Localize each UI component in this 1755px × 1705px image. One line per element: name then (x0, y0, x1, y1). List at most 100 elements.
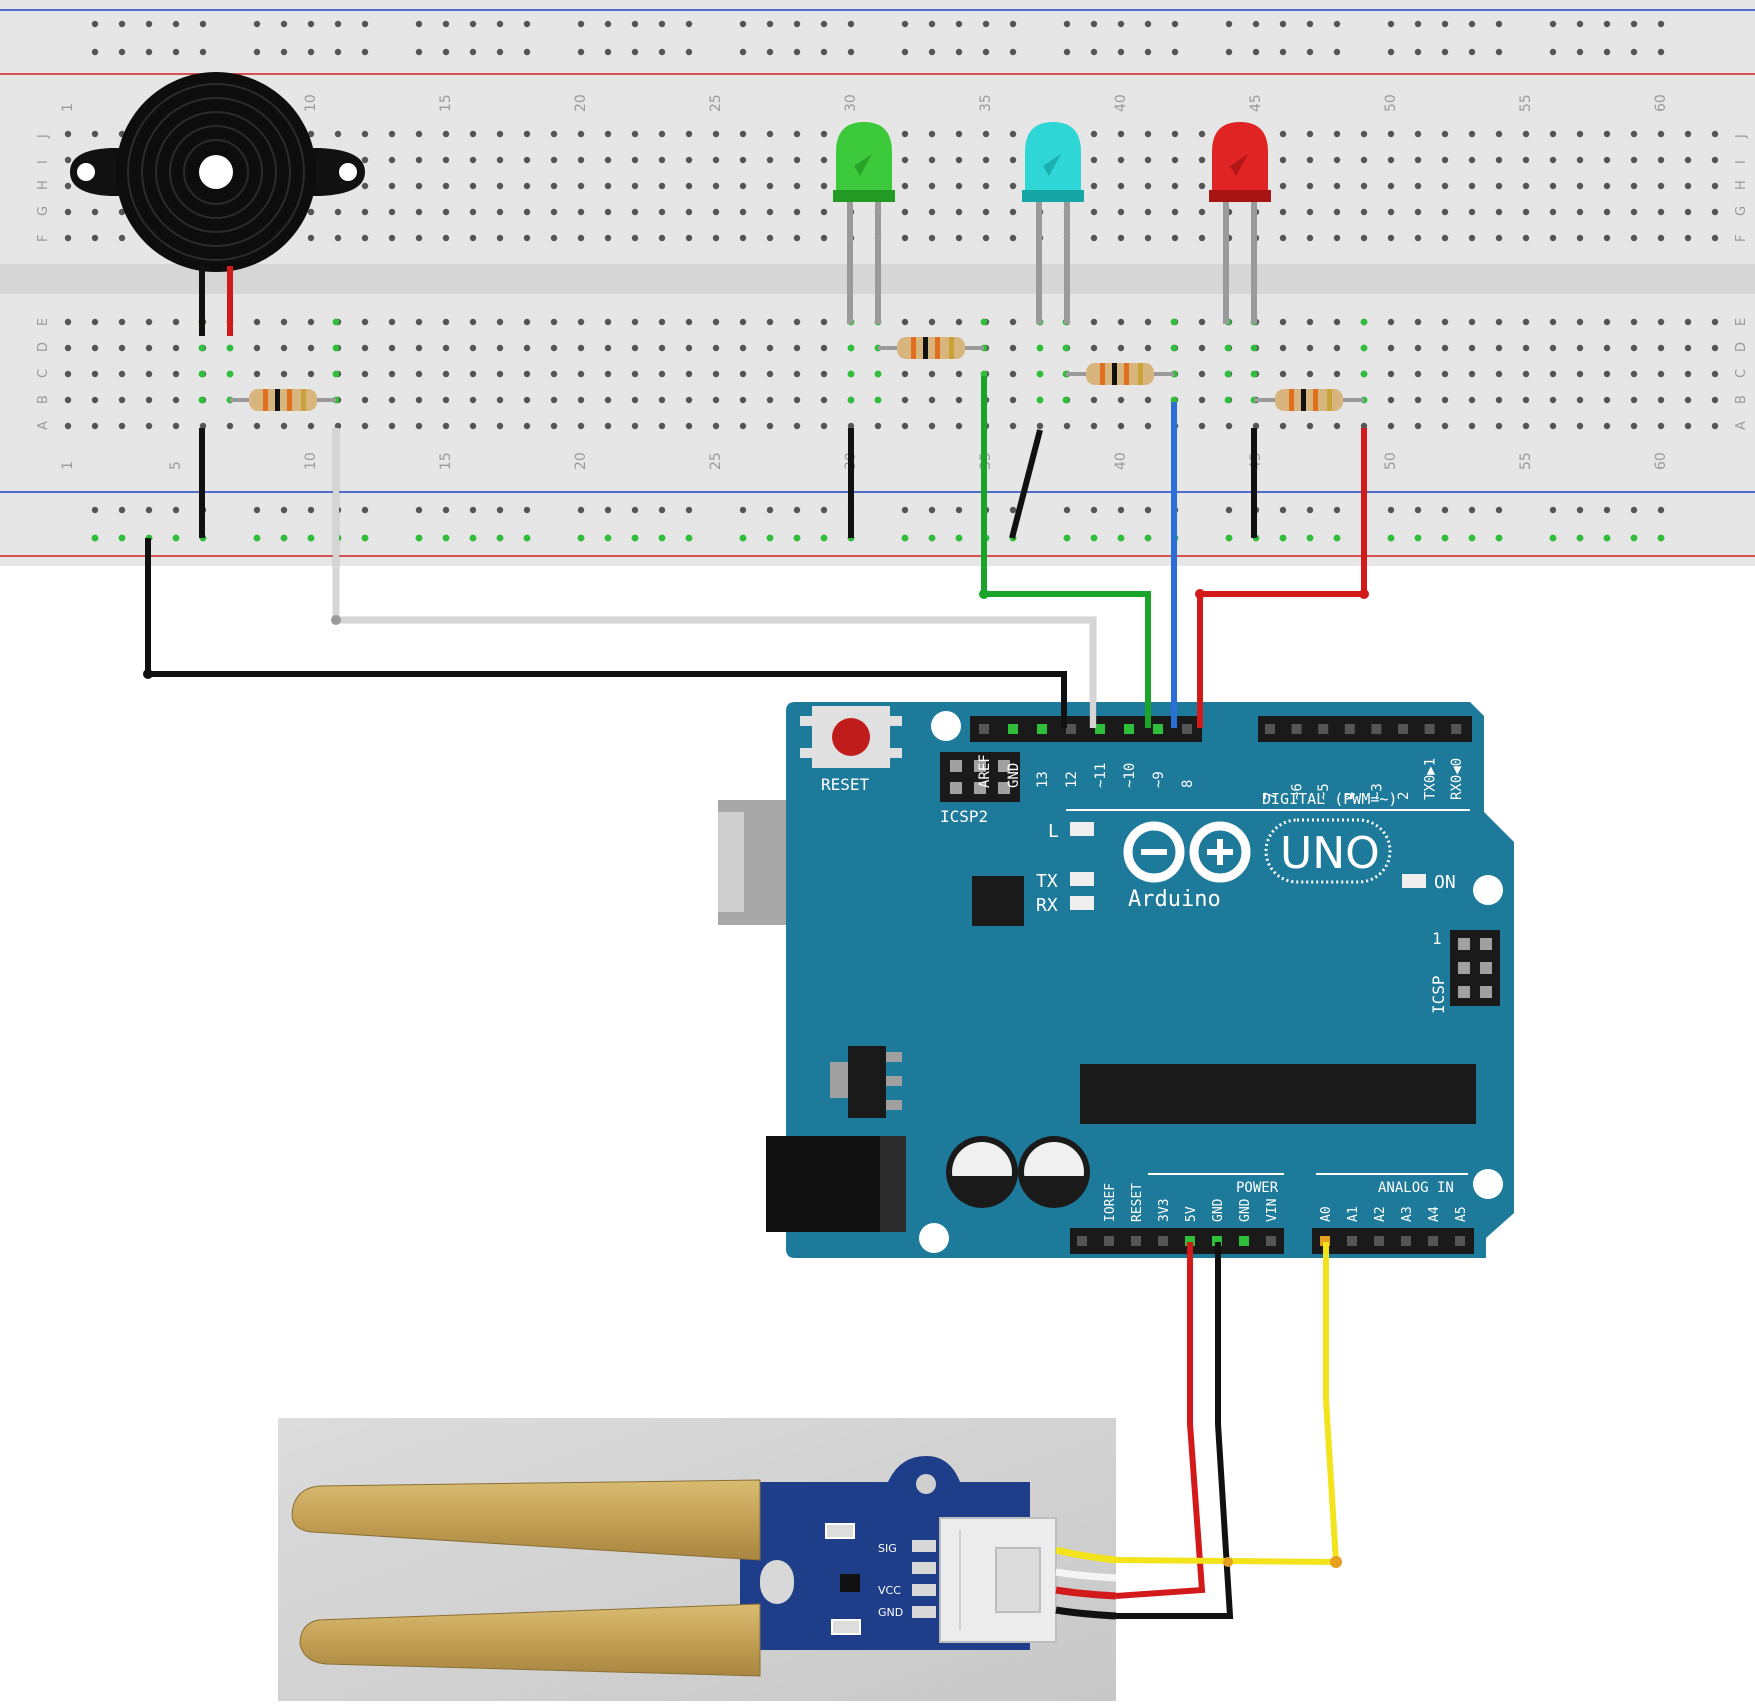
resistor-band (287, 389, 292, 411)
breadboard-hole (1441, 370, 1449, 378)
breadboard-hole (1306, 370, 1314, 378)
connected-rail-hole (631, 534, 639, 542)
breadboard-hole (64, 422, 72, 430)
rail-hole (928, 20, 936, 28)
row-letter-right: I (1734, 160, 1749, 164)
connected-rail-hole (820, 534, 828, 542)
connected-rail-hole (604, 534, 612, 542)
breadboard-hole (1414, 182, 1422, 190)
breadboard-hole (982, 234, 990, 242)
breadboard-hole (1279, 318, 1287, 326)
resistor-body (1275, 389, 1343, 411)
column-number-top: 25 (708, 94, 724, 112)
breadboard-hole (577, 396, 585, 404)
led-l-label: L (1048, 821, 1059, 842)
breadboard-hole (145, 370, 153, 378)
breadboard-hole (712, 234, 720, 242)
breadboard-hole (928, 318, 936, 326)
column-number-bottom: 25 (708, 452, 724, 470)
breadboard-hole (1279, 234, 1287, 242)
breadboard-hole (1198, 130, 1206, 138)
icsp2-pin (950, 760, 962, 772)
breadboard-hole (1198, 422, 1206, 430)
breadboard-hole (631, 370, 639, 378)
sensor-probe-top (291, 1479, 761, 1561)
breadboard-hole (172, 318, 180, 326)
row-letter-left: I (36, 160, 51, 164)
breadboard-hole (388, 182, 396, 190)
rail-hole (361, 20, 369, 28)
breadboard-hole (928, 396, 936, 404)
breadboard-hole (1360, 208, 1368, 216)
column-number-top: 30 (843, 94, 859, 112)
breadboard-hole (793, 130, 801, 138)
rail-hole (1009, 20, 1017, 28)
connected-hole (1036, 344, 1044, 352)
breadboard-hole (469, 156, 477, 164)
breadboard-hole (739, 422, 747, 430)
rail-hole (1603, 20, 1611, 28)
breadboard-hole (118, 396, 126, 404)
breadboard-hole (766, 130, 774, 138)
breadboard-hole (1414, 370, 1422, 378)
breadboard-hole (415, 396, 423, 404)
breadboard-hole (226, 422, 234, 430)
breadboard-hole (550, 156, 558, 164)
mount-hole (1473, 1169, 1503, 1199)
breadboard-hole (631, 208, 639, 216)
rail-hole (658, 506, 666, 514)
breadboard-hole (1333, 370, 1341, 378)
breadboard-hole (1009, 344, 1017, 352)
breadboard-hole (1711, 396, 1719, 404)
breadboard-hole (1009, 208, 1017, 216)
breadboard-hole (1522, 208, 1530, 216)
breadboard-hole (955, 156, 963, 164)
rail-hole (1144, 20, 1152, 28)
breadboard-hole (415, 234, 423, 242)
connected-hole (1360, 318, 1368, 326)
row-letter-left: B (36, 395, 51, 404)
breadboard-hole (1252, 422, 1260, 430)
breadboard-hole (658, 318, 666, 326)
breadboard-hole (1711, 344, 1719, 352)
icsp-header (1450, 930, 1500, 1006)
breadboard-hole (1198, 208, 1206, 216)
breadboard-hole (388, 370, 396, 378)
icsp-pin (1480, 986, 1492, 998)
reset-button[interactable] (832, 718, 870, 756)
power-header-body (1070, 1228, 1284, 1254)
breadboard-hole (1333, 208, 1341, 216)
breadboard-hole (496, 422, 504, 430)
breadboard-hole (1711, 318, 1719, 326)
breadboard-hole (1630, 370, 1638, 378)
breadboard-hole (415, 130, 423, 138)
row-letter-right: B (1734, 395, 1749, 404)
breadboard-hole (442, 422, 450, 430)
breadboard-hole (1603, 318, 1611, 326)
rail-hole (1171, 48, 1179, 56)
connected-hole (1036, 370, 1044, 378)
breadboard-hole (469, 422, 477, 430)
breadboard-hole (1387, 370, 1395, 378)
leds (833, 122, 1271, 324)
rail-hole (415, 20, 423, 28)
breadboard-hole (955, 396, 963, 404)
connected-hole (1062, 344, 1070, 352)
breadboard-hole (658, 344, 666, 352)
breadboard-hole (1144, 130, 1152, 138)
breadboard-hole (1279, 208, 1287, 216)
breadboard-hole (955, 370, 963, 378)
connected-hole (1360, 344, 1368, 352)
header-pin-used (1008, 724, 1018, 734)
rail-hole (1441, 506, 1449, 514)
led-tx-label: TX (1036, 871, 1058, 892)
breadboard-hole (496, 234, 504, 242)
rail-hole (1144, 48, 1152, 56)
rail-hole (685, 506, 693, 514)
breadboard-hole (361, 318, 369, 326)
icsp-label: ICSP (1429, 975, 1448, 1014)
breadboard-hole (604, 318, 612, 326)
connected-rail-hole (1441, 534, 1449, 542)
